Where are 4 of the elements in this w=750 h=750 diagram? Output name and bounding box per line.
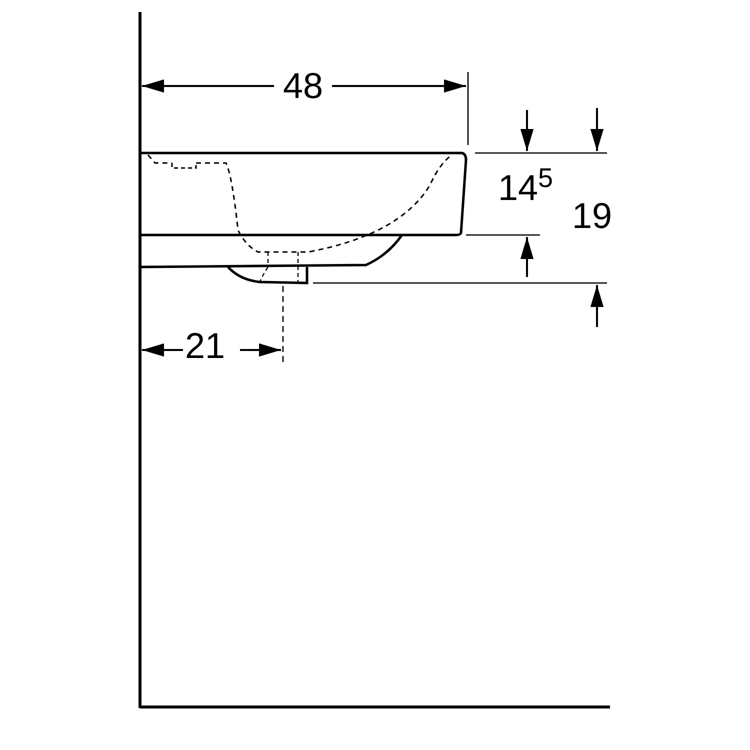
dimension-label: 14$^{5}$ [498,170,554,206]
dimension-label: 21 [185,328,226,364]
dimension-label: 19 [572,198,612,234]
dimension-label: 48 [283,68,324,104]
